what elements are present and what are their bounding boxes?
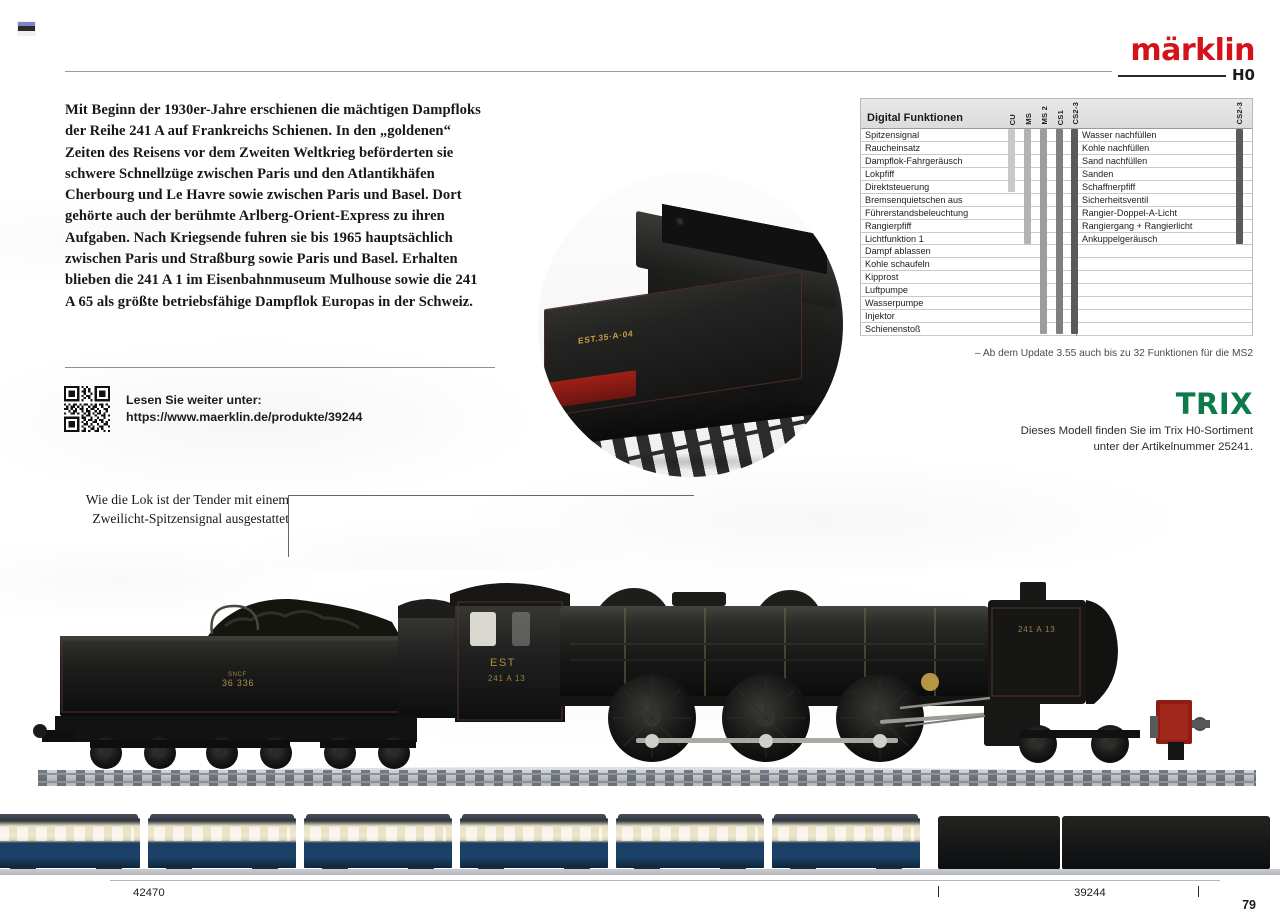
qr-link-text: Lesen Sie weiter unter: https://www.maer… [126, 392, 362, 426]
svg-text:241 A 13: 241 A 13 [488, 674, 526, 683]
table-row: Sanden [1077, 168, 1252, 181]
table-row-empty [1077, 258, 1252, 272]
tender-caption: Wie die Lok ist der Tender mit einem Zwe… [64, 490, 289, 528]
train-consist-strip [0, 806, 1280, 878]
svg-text:241 A 13: 241 A 13 [1018, 625, 1056, 634]
consist-coach [772, 814, 920, 875]
trix-note-line2: unter der Artikelnummer 25241. [1093, 440, 1253, 453]
cab-group: EST 241 A 13 [450, 583, 570, 722]
consist-tender [938, 816, 1060, 870]
qr-link-label: Lesen Sie weiter unter: [126, 393, 262, 407]
table-body: Spitzensignal Raucheinsatz Dampflok-Fahr… [861, 129, 1252, 336]
tender-group: SNCF 36 336 [33, 599, 458, 769]
qr-link-url[interactable]: https://www.maerklin.de/produkte/39244 [126, 410, 363, 424]
consist-coach [304, 814, 452, 875]
table-row: Wasser nachfüllen [1077, 129, 1252, 142]
header-divider [65, 71, 1112, 72]
caption-leader-horizontal [288, 495, 694, 496]
digital-functions-table: Digital Funktionen CU MS MS 2 CS1 CS2-3 … [860, 98, 1253, 336]
front-pilot [1019, 700, 1210, 763]
table-row: Schaffnerpfiff [1077, 181, 1252, 194]
table-row: Kohle nachfüllen [1077, 142, 1252, 155]
svg-text:36 336: 36 336 [222, 678, 254, 688]
qr-link-block[interactable]: Lesen Sie weiter unter: https://www.maer… [64, 386, 362, 432]
column-header-cu: CU [1008, 113, 1017, 125]
trix-block: TRIX Dieses Modell finden Sie im Trix H0… [953, 390, 1253, 455]
consist-coach [148, 814, 296, 875]
table-row: Injektor [861, 310, 1076, 324]
page-number: 79 [1242, 898, 1256, 912]
table-title: Digital Funktionen [867, 112, 963, 124]
marklin-wordmark: märklin [1130, 33, 1255, 68]
table-row: Ankuppelgeräusch [1077, 233, 1252, 246]
table-row: Luftpumpe [861, 284, 1076, 298]
table-row: Dampflok-Fahrgeräusch [861, 155, 1076, 168]
marklin-logo: märklin H0 [1075, 33, 1256, 83]
table-row: Lokpfiff [861, 168, 1076, 181]
footer-tick-right [1198, 886, 1199, 897]
footer-article-left: 42470 [133, 887, 165, 899]
column-header-ms2: MS 2 [1040, 106, 1049, 125]
scale-badge: H0 [1075, 68, 1255, 83]
table-row: Rangier-Doppel-A-Licht [1077, 207, 1252, 220]
logo-underline [1118, 74, 1226, 77]
table-row-empty [1077, 323, 1252, 336]
table-row: Spitzensignal [861, 129, 1076, 142]
table-row: Sand nachfüllen [1077, 155, 1252, 168]
table-footnote: – Ab dem Update 3.55 auch bis zu 32 Funk… [974, 348, 1253, 359]
table-row: Sicherheitsventil [1077, 194, 1252, 207]
consist-coach [616, 814, 764, 875]
consist-coach [0, 814, 140, 875]
locomotive-svg: SNCF 36 336 [33, 582, 1210, 785]
table-row: Kipprost [861, 271, 1076, 285]
table-row: Raucheinsatz [861, 142, 1076, 155]
table-row-empty [1077, 245, 1252, 259]
table-row: Bremsenquietschen aus [861, 194, 1076, 207]
trix-note: Dieses Modell finden Sie im Trix H0-Sort… [953, 424, 1253, 455]
column-header-right-cs23: CS2-3 [1235, 102, 1244, 125]
column-header-ms: MS [1024, 113, 1033, 125]
table-row-empty [1077, 271, 1252, 285]
footer-article-right: 39244 [1074, 887, 1106, 899]
table-row-empty [1077, 297, 1252, 311]
caption-leader-vertical [288, 495, 289, 557]
scale-label: H0 [1232, 66, 1255, 84]
tender-detail-photo: EST.35·A·04 [538, 172, 843, 477]
table-row: Wasserpumpe [861, 297, 1076, 311]
table-header: Digital Funktionen CU MS MS 2 CS1 CS2-3 … [861, 99, 1252, 129]
flag-icon [18, 22, 35, 35]
table-column-left: Spitzensignal Raucheinsatz Dampflok-Fahr… [861, 129, 1076, 336]
table-row: Rangierpfiff [861, 220, 1076, 233]
locomotive-track [38, 770, 1256, 786]
consist-locomotive [1062, 816, 1270, 870]
tender-caption-line1: Wie die Lok ist der Tender mit einem [85, 492, 289, 507]
footer-tick-left [938, 886, 939, 897]
table-row: Rangiergang + Rangierlicht [1077, 220, 1252, 233]
table-row: Kohle schaufeln [861, 258, 1076, 272]
consist-coach [460, 814, 608, 875]
table-row: Dampf ablassen [861, 245, 1076, 259]
column-header-cs23: CS2-3 [1071, 102, 1080, 125]
svg-text:EST: EST [490, 657, 516, 669]
footer-divider [110, 880, 1220, 881]
table-row-empty [1077, 310, 1252, 324]
main-locomotive-photo: SNCF 36 336 [0, 548, 1280, 796]
trix-note-line1: Dieses Modell finden Sie im Trix H0-Sort… [1020, 425, 1253, 437]
qr-divider [65, 367, 495, 368]
svg-text:SNCF: SNCF [228, 672, 247, 678]
qr-code-icon[interactable] [64, 386, 110, 432]
table-row: Schienenstoß [861, 323, 1076, 336]
table-row-empty [1077, 284, 1252, 298]
trix-logo: TRIX [1175, 387, 1253, 421]
table-row: Führerstandsbeleuchtung [861, 207, 1076, 220]
table-row: Lichtfunktion 1 [861, 233, 1076, 246]
article-body-text: Mit Beginn der 1930er-Jahre erschienen d… [65, 102, 481, 310]
tender-caption-line2: Zweilicht-Spitzensignal ausgestattet [92, 511, 289, 526]
column-header-cs1: CS1 [1056, 109, 1065, 125]
table-row: Direktsteuerung [861, 181, 1076, 194]
table-column-right: Wasser nachfüllen Kohle nachfüllen Sand … [1076, 129, 1252, 336]
